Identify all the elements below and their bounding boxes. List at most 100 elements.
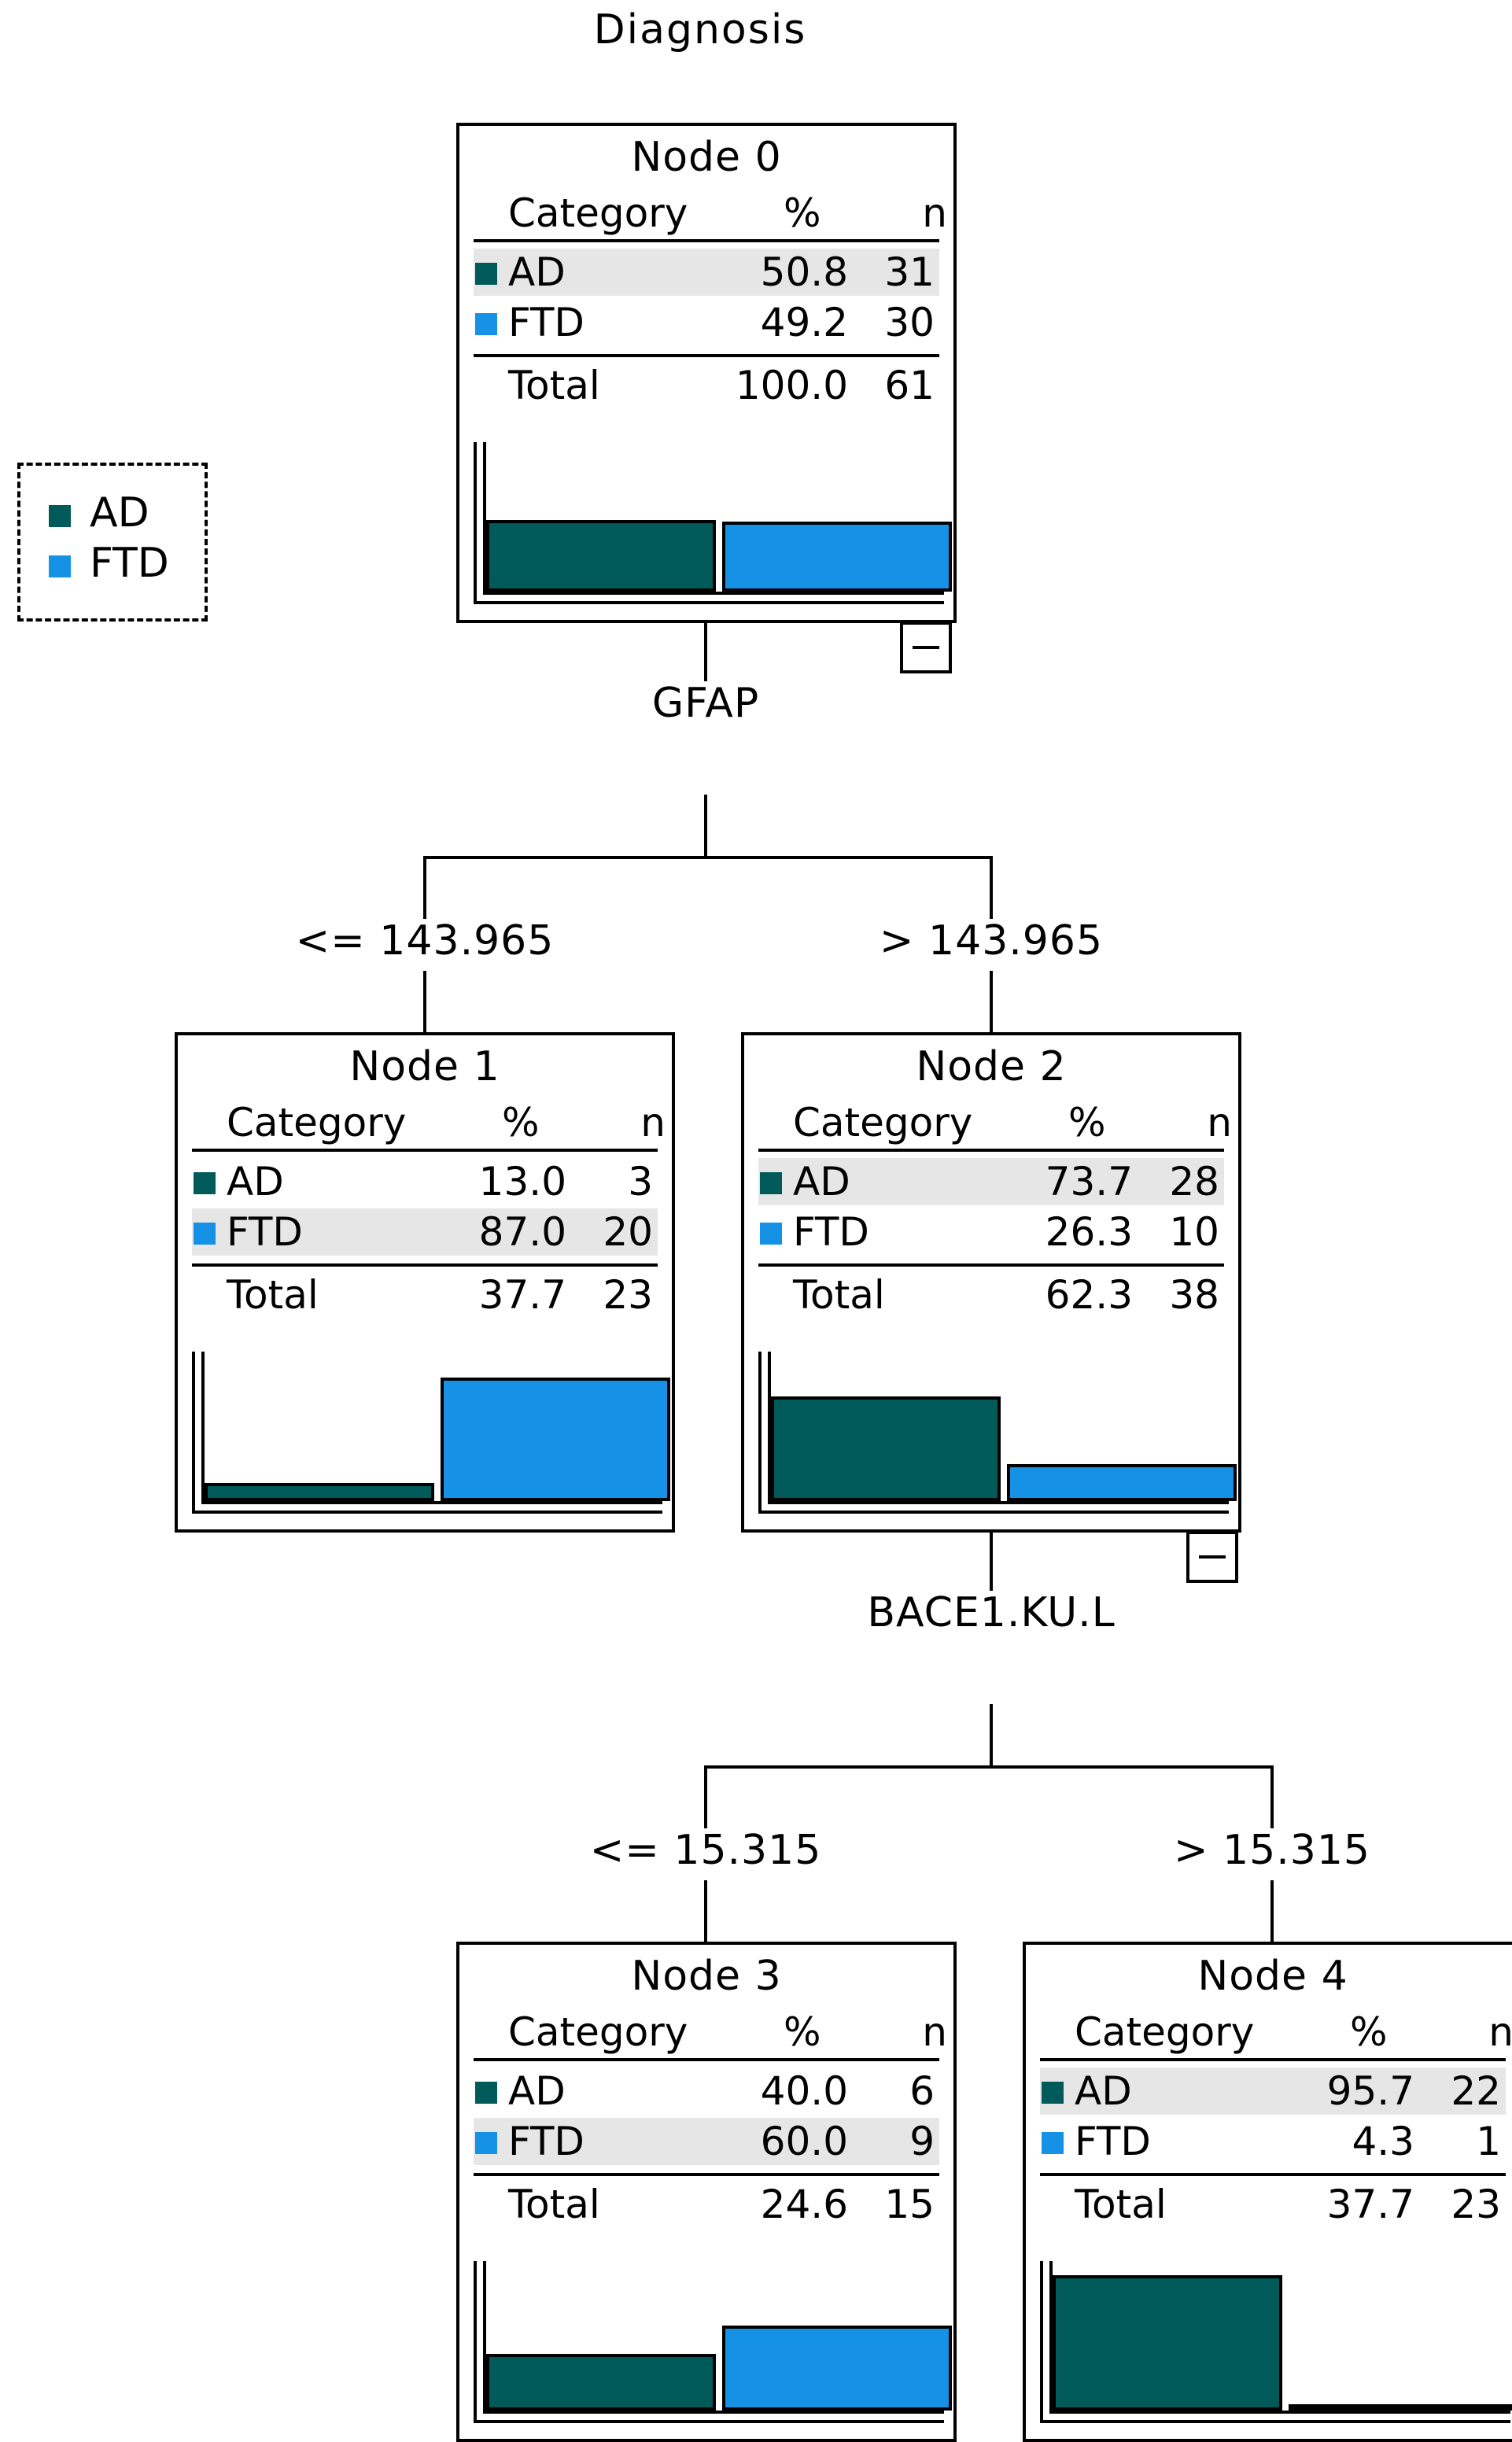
chart-axis [201,1352,205,1504]
chart-axis [483,2261,486,2414]
header-percent: % [502,1100,540,1145]
node-title: Node 2 [916,1043,1067,1090]
node-bar-chart [192,1352,670,1514]
bar-ftd [722,522,952,592]
chart-axis [483,592,944,595]
total-label: Total [508,2182,600,2227]
total-percent: 37.7 [478,1272,566,1318]
collapse-button-node-2[interactable] [1186,1531,1238,1583]
header-n: n [1207,1100,1232,1145]
legend-swatch-ad [49,505,71,527]
connector-line [704,1880,707,1943]
row-percent: 73.7 [1045,1159,1133,1204]
chart-axis [1049,2261,1053,2414]
legend-label-ftd: FTD [90,540,169,587]
row-n: 10 [1169,1209,1219,1255]
node-bar-chart [474,2261,952,2423]
row-n: 1 [1476,2119,1501,2164]
row-n: 9 [909,2119,935,2164]
node-row-ftd: FTD 49.2 30 [474,299,939,346]
chart-axis [768,1352,771,1504]
total-percent: 62.3 [1045,1272,1133,1318]
header-rule [758,1149,1224,1152]
connector-line [423,856,426,919]
row-category: FTD [508,300,585,345]
split-condition-right: > 15.315 [1173,1827,1371,1874]
total-label: Total [793,1272,885,1318]
legend-swatch-ftd [49,555,71,577]
collapse-button-node-0[interactable] [900,622,952,673]
row-percent: 95.7 [1326,2068,1414,2114]
total-rule [1040,2173,1506,2176]
bar-ad [486,520,716,592]
header-category: Category [508,2009,688,2055]
row-percent: 49.2 [760,300,848,345]
connector-line [704,795,707,858]
bar-ftd [1007,1464,1237,1501]
bar-ftd [1289,2404,1512,2411]
header-rule [1040,2058,1506,2061]
category-swatch [475,2082,497,2104]
header-percent: % [784,2009,821,2055]
total-rule [192,1263,658,1267]
row-n: 31 [884,249,935,295]
total-percent: 100.0 [735,363,848,408]
legend-label-ad: AD [90,489,149,537]
row-n: 20 [603,1209,653,1255]
node-table-header: Category%n [758,1100,1232,1147]
category-swatch [475,2132,497,2154]
chart-axis [483,2411,944,2414]
category-swatch [475,263,497,285]
header-category: Category [508,190,688,236]
row-category: AD [793,1159,850,1204]
header-percent: % [784,190,821,236]
header-n: n [922,190,947,236]
node-table-header: Category%n [1040,2009,1512,2057]
node-table-header: Category% n [474,190,947,238]
category-swatch [194,1223,216,1245]
node-bar-chart [474,442,952,604]
split-variable-gfap: GFAP [651,680,760,727]
total-label: Total [1075,2182,1167,2227]
legend: AD FTD [17,463,208,622]
chart-axis [474,601,944,604]
total-n: 15 [884,2182,935,2227]
header-category: Category [1075,2009,1255,2055]
category-swatch [1042,2082,1064,2104]
node-bar-chart [1040,2261,1512,2423]
row-n: 6 [909,2068,935,2114]
connector-line [704,1765,1274,1769]
chart-axis [1040,2261,1043,2423]
connector-line [704,622,707,681]
connector-line [1270,1880,1274,1943]
header-category: Category [227,1100,407,1145]
node-table-header: Category% n [192,1100,666,1147]
chart-axis [768,1501,1229,1504]
chart-axis [758,1511,1229,1514]
node-title: Node 1 [349,1043,500,1090]
node-row-total: Total 62.3 38 [758,1271,1224,1319]
diagram-title: Diagnosis [593,6,807,53]
total-n: 38 [1169,1272,1219,1318]
header-category: Category [793,1100,973,1145]
bar-ad [205,1483,434,1501]
header-n: n [640,1100,666,1145]
chart-axis [474,2420,944,2423]
row-percent: 40.0 [760,2068,848,2114]
category-swatch [1042,2132,1064,2154]
bar-ftd [722,2326,952,2411]
chart-axis [483,442,486,595]
total-percent: 37.7 [1326,2182,1414,2227]
row-n: 3 [628,1159,653,1204]
row-n: 22 [1451,2068,1501,2114]
row-n: 30 [884,300,935,345]
